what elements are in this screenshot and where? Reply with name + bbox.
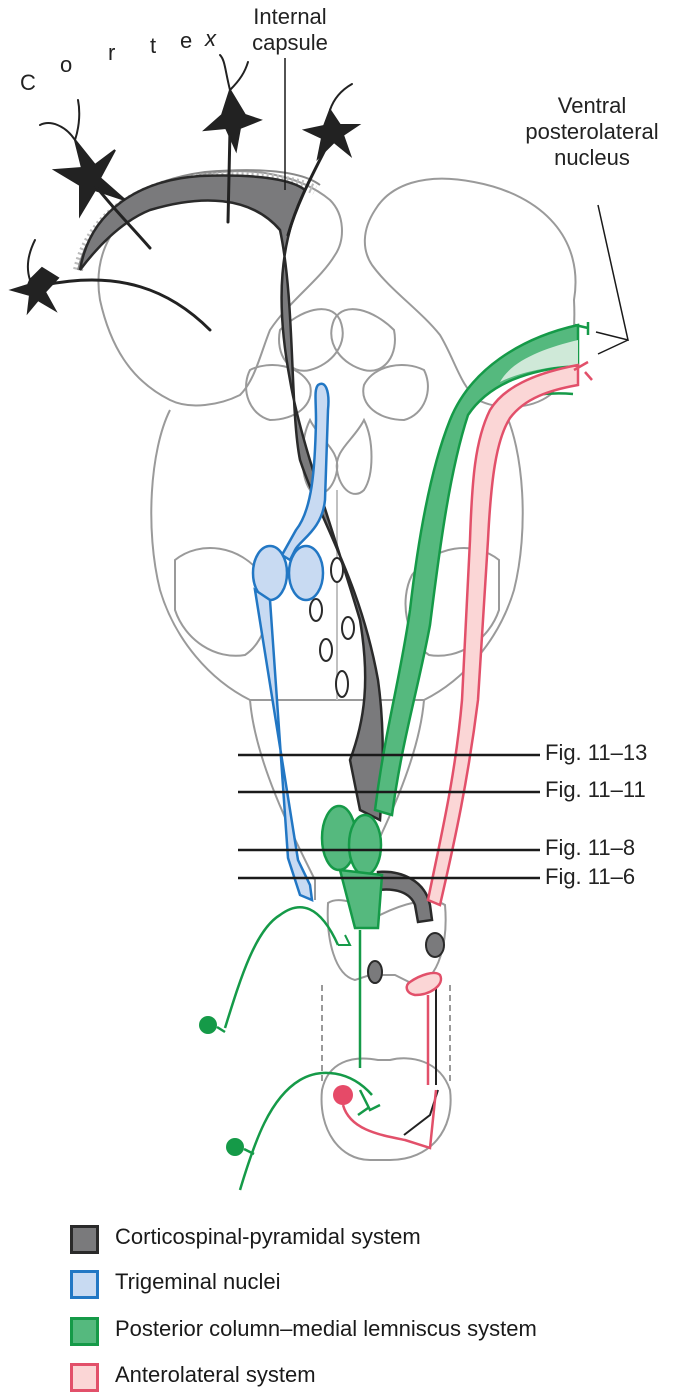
fig-11-13-label: Fig. 11–13: [545, 740, 648, 765]
cortex-letter: e: [180, 28, 193, 53]
brainstem-pathways-diagram: [8, 54, 629, 1191]
neuron-2: [202, 54, 263, 224]
legend-swatch-lemniscus: [70, 1317, 99, 1346]
legend-item-corticospinal: Corticospinal-pyramidal system: [70, 1222, 660, 1260]
legend-label: Corticospinal-pyramidal system: [115, 1224, 421, 1249]
cortical-neurons: [8, 54, 362, 332]
legend-label: Posterior column–medial lemniscus system: [115, 1316, 537, 1341]
legend-swatch-anterolateral: [70, 1363, 99, 1392]
internal-capsule-line1: Internal: [253, 4, 327, 29]
cortex-label: C o r t e x: [0, 0, 674, 120]
cortex-letter: C: [20, 70, 36, 95]
anterolateral-system: [333, 360, 593, 1150]
legend-swatch-trigeminal: [70, 1270, 99, 1299]
neuron-4: [8, 239, 212, 332]
neuron-1: [39, 99, 152, 250]
vpl-leader-lower: [597, 339, 629, 355]
vpl-line2: posterolateral: [525, 119, 659, 144]
cortex-letter: r: [108, 40, 116, 65]
fig-11-8-label: Fig. 11–8: [545, 835, 636, 860]
internal-capsule-line2: capsule: [252, 30, 328, 55]
vpl-label: Ventral posterolateral nucleus: [512, 93, 672, 171]
legend-item-lemniscus: Posterior column–medial lemniscus system: [70, 1314, 660, 1352]
legend-label: Trigeminal nuclei: [115, 1269, 281, 1294]
brain-outline: [97, 170, 577, 1161]
legend-swatch-corticospinal: [70, 1225, 99, 1254]
leader-lines: [284, 58, 629, 355]
legend: Corticospinal-pyramidal system Trigemina…: [70, 1222, 660, 1397]
trigeminal-nuclei: [251, 382, 330, 902]
vpl-leader-upper: [595, 204, 629, 342]
cortex-letter: t: [150, 33, 157, 58]
legend-label: Anterolateral system: [115, 1362, 316, 1387]
vpl-line3: nucleus: [554, 145, 630, 170]
neuron-3: [286, 83, 362, 237]
fig-11-6-label: Fig. 11–6: [545, 864, 636, 889]
internal-capsule-label: Internal capsule: [240, 4, 340, 56]
cortex-letter: x: [205, 26, 216, 51]
fig-11-11-label: Fig. 11–11: [545, 777, 646, 802]
cortex-letter: o: [60, 52, 73, 77]
section-lines: [238, 753, 540, 880]
vpl-line1: Ventral: [557, 93, 627, 118]
medial-lemniscus-system: [199, 322, 590, 1191]
legend-item-trigeminal: Trigeminal nuclei: [70, 1267, 660, 1305]
legend-item-anterolateral: Anterolateral system: [70, 1360, 660, 1398]
corticospinal-tract: [73, 169, 445, 1136]
